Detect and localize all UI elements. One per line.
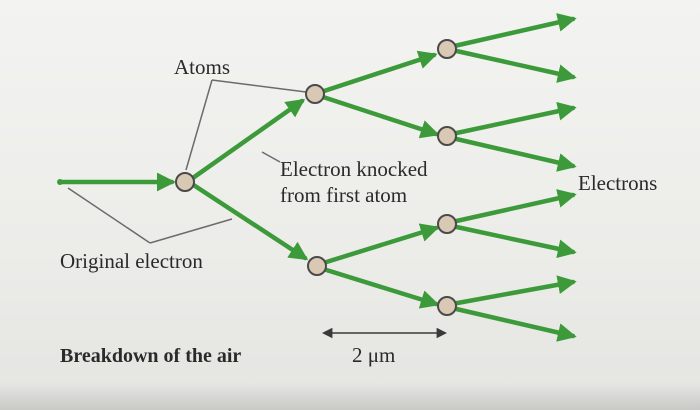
label-breakdown-of-the-air: Breakdown of the air [60,345,241,367]
atom-gen2-upper [305,84,325,104]
arrow-gen1-down [189,181,309,261]
arrow-gen2-lower-down [317,265,440,309]
leader-original-electron-left [67,187,151,244]
leader-lines [67,79,307,244]
atom-first [175,172,195,192]
arrow-gen3-1 [447,13,577,50]
atom-gen3-1 [437,39,457,59]
arrow-gen3-3 [449,101,577,137]
atoms [175,39,457,316]
label-original-electron: Original electron [60,249,203,273]
label-electron-knocked-line1: Electron knocked [280,157,428,181]
arrow-gen2-lower-up [317,223,440,267]
leader-original-electron-right [149,218,233,244]
leader-atoms-to-upper-atom [211,79,307,93]
label-electrons: Electrons [578,171,657,195]
arrow-gen3-8 [449,305,577,342]
bottom-shadow [0,384,700,410]
atom-gen3-2 [437,126,457,146]
arrow-gen3-7 [449,275,577,307]
atom-gen3-3 [437,214,457,234]
atom-gen2-lower [307,256,327,276]
label-scale: 2 μm [352,343,395,367]
arrow-gen3-2 [449,47,577,83]
atom-gen3-4 [437,296,457,316]
arrow-gen3-4 [449,135,577,172]
leader-atoms-to-first-atom [185,79,213,171]
arrow-gen2-upper-up [315,50,438,96]
arrow-gen3-6 [449,223,577,259]
label-atoms: Atoms [174,55,230,79]
label-electron-knocked-line2: from first atom [280,183,407,207]
leader-electron-knocked [261,151,281,163]
arrow-gen1-up [187,98,306,183]
original-electron-dot [57,179,63,185]
arrow-gen3-5 [449,189,577,225]
electron-arrows [59,13,577,342]
arrow-gen2-upper-down [317,93,440,139]
